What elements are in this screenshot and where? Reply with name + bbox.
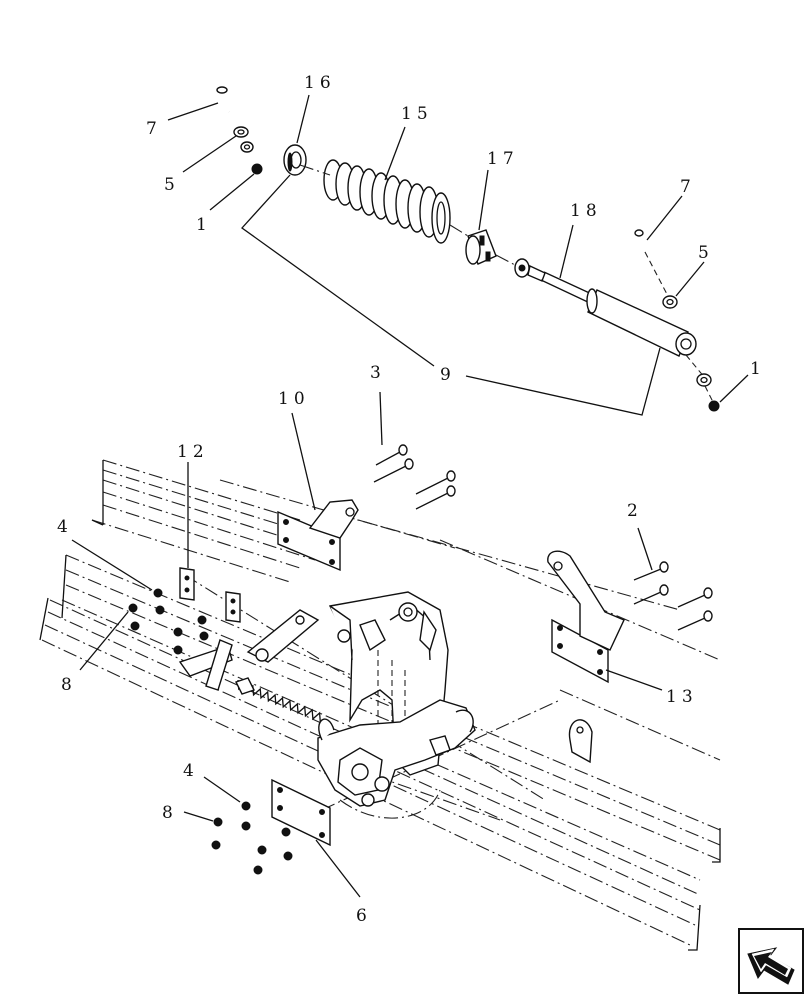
washer-right-a (662, 295, 678, 309)
small-tab (568, 719, 593, 764)
previous-page-arrow-icon (747, 947, 795, 985)
washer-left-b (240, 141, 254, 153)
callout-17: 17 (487, 149, 519, 169)
callout-5-left: 5 (164, 175, 180, 195)
callout-labels: 7 16 15 5 1 17 7 18 5 9 1 3 10 12 2 4 8 … (57, 73, 766, 926)
nut-right (708, 400, 720, 412)
bolt-left (216, 86, 231, 113)
callout-6: 6 (356, 906, 372, 926)
callout-13: 13 (666, 687, 698, 707)
callout-9: 9 (440, 365, 456, 385)
bolt-set-3 (373, 444, 456, 510)
mount-bracket-10 (277, 499, 359, 572)
previous-page-button[interactable] (738, 928, 804, 994)
bolt-right (634, 229, 647, 253)
callout-10: 10 (278, 389, 310, 409)
callout-8-lower: 8 (162, 803, 178, 823)
callout-2: 2 (627, 501, 643, 521)
link-arm (178, 609, 320, 691)
spring-shock-assembly (216, 86, 720, 412)
strap-plate-12 (179, 567, 241, 623)
bolt-set-2 (633, 561, 713, 631)
callout-18: 18 (570, 201, 602, 221)
spring-collar (465, 229, 497, 265)
callout-1-right: 1 (750, 359, 766, 379)
callout-3: 3 (370, 363, 386, 383)
frame-phantom-outline (39, 459, 721, 951)
callout-12: 12 (177, 442, 209, 462)
nut-left (251, 163, 263, 175)
callout-16: 16 (304, 73, 336, 93)
washer-left-a (233, 126, 249, 138)
callout-4-upper: 4 (57, 517, 73, 537)
leader-lines (71, 94, 749, 898)
callout-8-upper: 8 (61, 675, 77, 695)
nut-set-lower (211, 801, 293, 875)
hitch-jaw (317, 699, 476, 819)
callout-4-lower: 4 (183, 761, 199, 781)
callout-5-right: 5 (698, 243, 714, 263)
washer-right-b (696, 373, 712, 387)
callout-7-right: 7 (680, 177, 696, 197)
callout-7-left: 7 (146, 119, 162, 139)
callout-1-top-left: 1 (196, 215, 212, 235)
nut-set-upper (128, 588, 209, 655)
shock-absorber (514, 258, 697, 357)
callout-15: 15 (401, 104, 433, 124)
spring-seat (283, 144, 307, 176)
coil-spring (323, 159, 451, 244)
mount-bracket-13 (547, 550, 625, 684)
tension-spring (235, 677, 321, 722)
backing-plate-6 (271, 778, 331, 847)
